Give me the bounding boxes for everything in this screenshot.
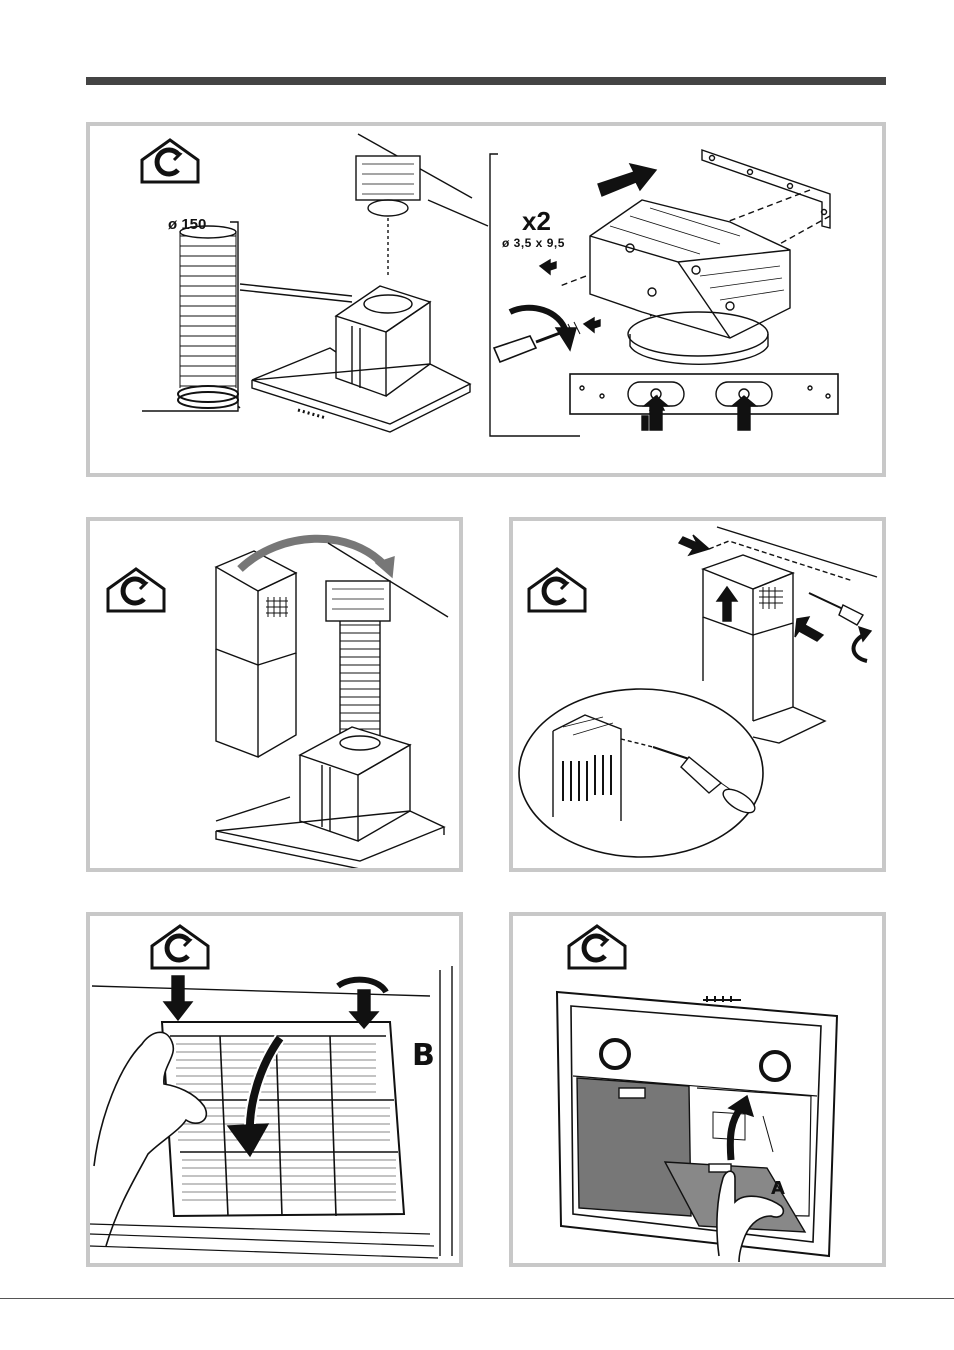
chimney-screw-illustration (513, 521, 882, 868)
footer-line (0, 1298, 954, 1299)
house-recirculation-icon (142, 140, 198, 182)
house-recirculation-icon (152, 926, 208, 968)
chimney-illustration (90, 521, 459, 868)
step-panel-chimney (86, 517, 463, 872)
step-panel-duct-bracket: ø 150 x2 ø 3,5 x 9,5 (86, 122, 886, 477)
step-panel-remove-grease-filter: B (86, 912, 463, 1267)
house-recirculation-icon (529, 569, 585, 611)
header-bar (86, 77, 886, 85)
step-panel-screw-chimney (509, 517, 886, 872)
house-recirculation-icon (108, 569, 164, 611)
screw-size-label: ø 3,5 x 9,5 (502, 236, 565, 250)
filter-label-a: A (771, 1178, 785, 1199)
hose-diameter-label: ø 150 (168, 216, 206, 233)
duct-bracket-illustration (90, 126, 882, 473)
step-panel-remove-charcoal-filter: A (509, 912, 886, 1267)
house-recirculation-icon (569, 926, 625, 968)
grease-filter-illustration (90, 916, 459, 1263)
charcoal-filter-illustration (513, 916, 882, 1263)
filter-label-b: B (412, 1038, 435, 1073)
screw-quantity-label: x2 (522, 206, 551, 237)
